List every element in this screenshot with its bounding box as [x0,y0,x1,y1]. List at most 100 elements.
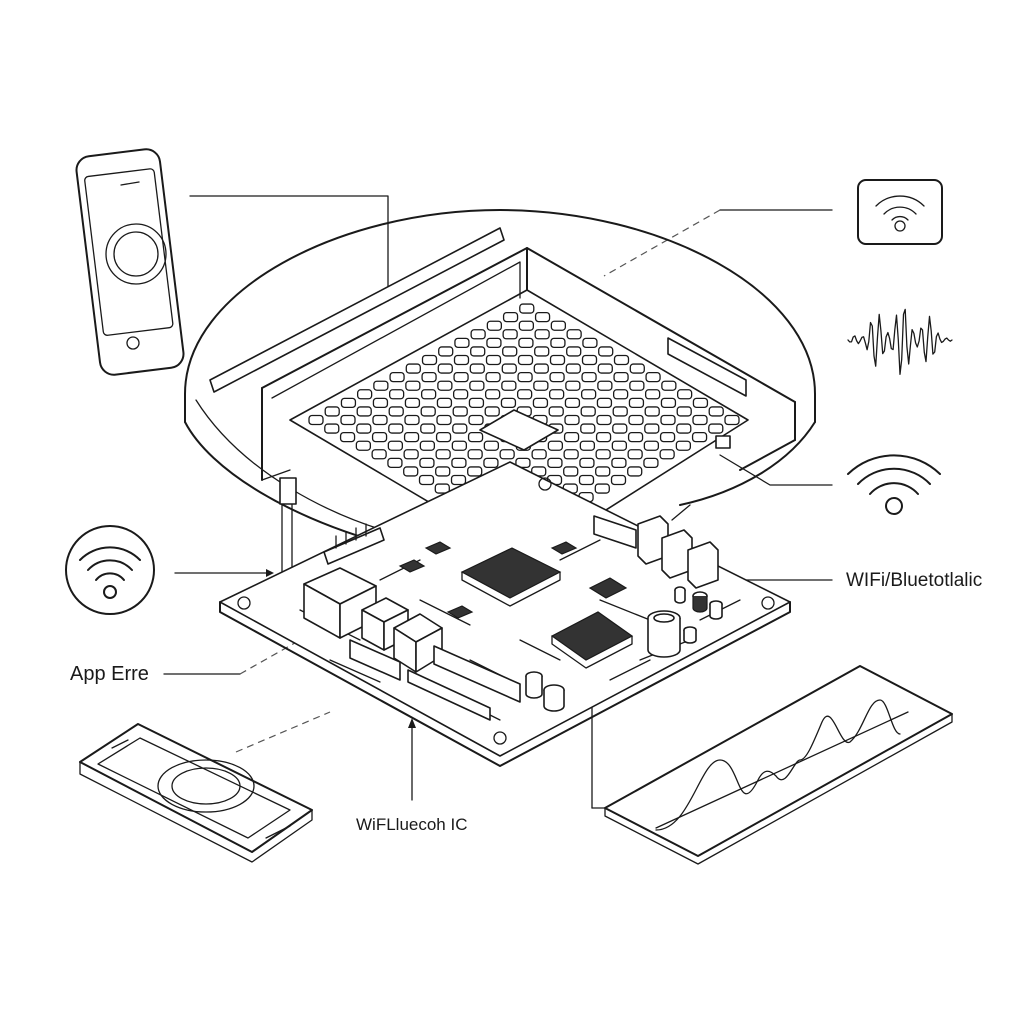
terminal-blocks [593,515,719,589]
grid-cell [644,389,661,400]
grid-cell [549,354,566,366]
grid-cell [389,371,405,383]
wifi-bluetooth-ic-chip [550,611,634,669]
grid-cell [404,414,420,426]
grid-cell [436,397,453,409]
grid-cell [691,431,708,443]
relay-block [303,567,377,639]
grid-cell [532,397,549,409]
grid-cell [485,371,501,383]
grid-cell [434,483,450,494]
grid-cell [501,363,517,374]
signal-chart-panel [604,665,953,865]
grid-cell [435,431,452,443]
grid-cell [595,449,611,460]
grid-cell [565,380,581,391]
grid-cell [708,423,724,434]
grid-cell [371,431,388,443]
grid-cell [373,380,389,391]
grid-cell [660,397,677,409]
pcb-trace [329,659,381,683]
wifi-router-icon [857,179,943,245]
grid-cell [372,414,388,426]
grid-cell [419,440,436,451]
grid-cell [676,423,692,434]
grid-cell [517,354,534,366]
grid-cell [517,371,533,383]
grid-cell [502,346,518,357]
grid-cell [692,397,709,409]
grid-cell [467,449,483,460]
grid-cell [404,397,421,409]
grid-cell [613,371,629,383]
capacitors [525,586,723,712]
grid-cell [533,380,549,391]
grid-cell [405,380,421,391]
grid-cell [435,466,451,477]
grid-cell [534,311,551,323]
grid-cell [450,474,467,486]
grid-cell [451,457,467,469]
grid-cell [550,337,566,349]
grid-cell [564,414,580,426]
wifi-circle-icon [65,525,155,615]
pcb-trace [419,599,471,626]
grid-cell [486,337,502,349]
grid-cell [388,423,404,434]
grid-cell [421,371,437,383]
grid-cell [485,354,502,366]
grid-cell [403,431,420,443]
grid-cell [420,389,437,400]
grid-cell [676,406,692,417]
grid-cell [372,397,389,409]
grid-cell [645,371,661,383]
grid-cell [437,363,453,374]
grid-cell [451,440,468,451]
wifi-icon [847,454,941,515]
grid-cell [596,414,612,426]
grid-cell [629,380,645,391]
header-connector [323,523,521,721]
grid-cell [612,406,628,417]
grid-cell [418,474,435,486]
grid-cell [579,440,596,451]
grid-cell [387,440,404,451]
grid-cell [324,423,340,434]
grid-cell [563,431,580,443]
grid-cell [356,423,372,434]
grid-cell [582,337,598,349]
grid-cell [597,363,613,374]
grid-cell [547,457,563,469]
wifi-ic-label: WiFLluecoh IC [356,815,468,834]
grid-cell [452,389,469,400]
grid-cell [371,449,387,460]
grid-cell [421,354,438,366]
pcb-trace [599,599,651,621]
grid-cell [564,397,581,409]
grid-cell [581,371,597,383]
grid-cell [467,431,484,443]
waveform-icon [847,308,953,375]
grid-cell [595,431,612,443]
grid-cell [549,371,565,383]
grid-cell [453,354,470,366]
grid-cell [468,414,484,426]
grid-cell [454,337,470,349]
grid-cell [340,414,356,426]
grid-cell [612,389,629,400]
grid-cell [436,414,452,426]
grid-cell [627,449,643,460]
smartphone-upright-icon [75,148,185,376]
grid-cell [438,346,454,357]
grid-cell [531,449,547,460]
grid-cell [484,406,500,417]
grid-cell [692,414,708,426]
grid-cell [324,406,340,417]
grid-cell [502,311,519,323]
grid-cell [356,406,372,417]
app-label: App Erre [70,663,149,685]
grid-cell [598,346,614,357]
grid-cell [548,389,565,400]
grid-cell [675,440,692,451]
